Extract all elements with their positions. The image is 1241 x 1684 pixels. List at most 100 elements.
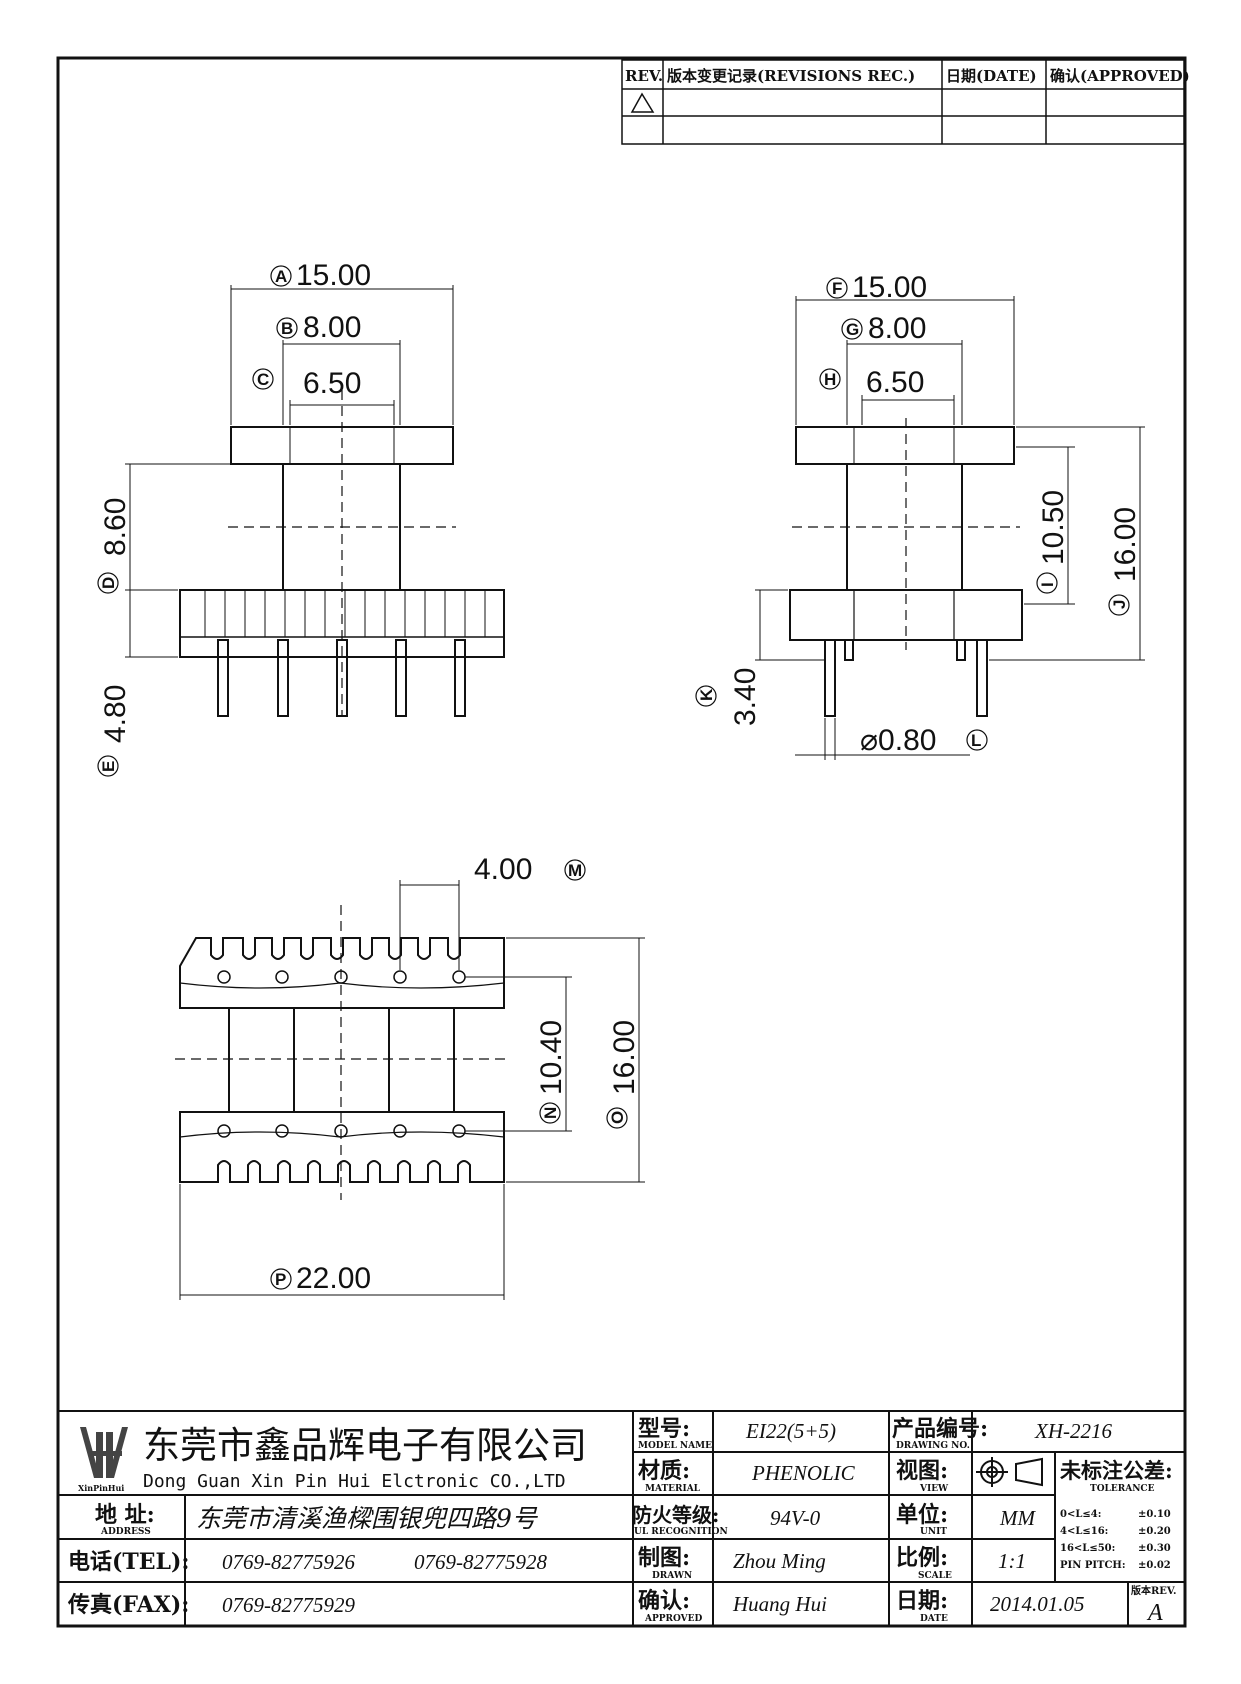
dim-k-value: 3.40 <box>729 668 762 726</box>
scale-value: 1:1 <box>998 1549 1026 1573</box>
tag-f-circle <box>826 277 848 299</box>
front-view <box>125 285 505 717</box>
tag-h: H <box>824 370 836 389</box>
revision-table <box>621 59 1185 145</box>
material-sub: MATERIAL <box>645 1484 701 1494</box>
tel-1: 0769-82775926 <box>222 1550 355 1574</box>
dim-b-value: 8.00 <box>303 311 361 344</box>
dim-l-value: ⌀0.80 <box>860 724 936 757</box>
revisions-header: 版本变更记录(REVISIONS REC.) <box>667 67 915 85</box>
side-view <box>755 296 1145 760</box>
rev-value: A <box>1146 1600 1163 1626</box>
view-sub: VIEW <box>919 1484 949 1494</box>
tag-g-circle <box>841 318 863 340</box>
tag-l-circle <box>966 729 988 751</box>
title-block <box>57 1410 1186 1627</box>
tolerance-range-3: 16<L≤50: <box>1060 1543 1115 1554</box>
tag-a: A <box>275 267 287 286</box>
drawing-no-label: 产品编号: <box>892 1416 988 1442</box>
approved-value: Huang Hui <box>732 1592 827 1616</box>
tag-k-circle <box>695 685 717 707</box>
tag-n: N <box>541 1107 560 1119</box>
date-sub: DATE <box>920 1614 948 1624</box>
material-label: 材质: <box>638 1458 690 1484</box>
tag-e: E <box>99 761 118 772</box>
address-value: 东莞市清溪渔樑围银兜四路9号 <box>196 1504 539 1533</box>
approved-label: 确认: <box>638 1588 690 1614</box>
fire-value: 94V-0 <box>770 1506 821 1530</box>
tag-m-circle <box>564 859 586 881</box>
tag-p-circle <box>270 1268 292 1290</box>
tolerance-range-4: PIN PITCH: <box>1060 1560 1126 1571</box>
dim-j-value: 16.00 <box>1109 507 1142 582</box>
tag-c: C <box>257 370 269 389</box>
model-value: EI22(5+5) <box>745 1419 836 1443</box>
tel-2: 0769-82775928 <box>414 1550 547 1574</box>
revision-triangle-icon <box>630 92 655 113</box>
rev-header: REV. <box>625 67 663 85</box>
dim-n-value: 10.40 <box>535 1020 568 1095</box>
model-sub: MODEL NAME <box>638 1441 712 1451</box>
unit-label: 单位: <box>896 1502 948 1528</box>
approved-header: 确认(APPROVED) <box>1050 67 1190 85</box>
address-sub: ADDRESS <box>100 1527 151 1537</box>
dim-p-value: 22.00 <box>296 1262 371 1295</box>
tag-f: F <box>832 279 842 298</box>
tel-label: 电话(TEL): <box>68 1549 190 1575</box>
dim-c-value: 6.50 <box>303 367 361 400</box>
fire-label: 防火等级: <box>632 1503 719 1527</box>
dim-f-value: 15.00 <box>852 271 927 304</box>
sheet-border <box>56 56 1187 1628</box>
tag-g: G <box>846 320 859 339</box>
tolerance-value-4: ±0.02 <box>1138 1560 1171 1571</box>
date-header: 日期(DATE) <box>946 67 1037 85</box>
dim-g-value: 8.00 <box>868 312 926 345</box>
tag-p: P <box>275 1270 286 1289</box>
tag-i-circle <box>1036 572 1058 594</box>
tag-k: K <box>697 688 716 701</box>
drawn-value: Zhou Ming <box>733 1549 826 1573</box>
drawn-sub: DRAWN <box>652 1571 692 1581</box>
drawing-no-value: XH-2216 <box>1034 1419 1112 1443</box>
drawing-no-sub: DRAWING NO. <box>896 1441 970 1451</box>
date-label: 日期: <box>896 1588 948 1614</box>
tolerance-label: 未标注公差: <box>1060 1458 1173 1483</box>
dim-o-value: 16.00 <box>608 1020 641 1095</box>
tag-d: D <box>99 577 118 589</box>
date-value: 2014.01.05 <box>990 1592 1085 1616</box>
view-label: 视图: <box>896 1458 948 1484</box>
bottom-view <box>175 880 645 1300</box>
company-name-en: Dong Guan Xin Pin Hui Elctronic CO.,LTD <box>143 1471 566 1492</box>
model-label: 型号: <box>638 1416 690 1442</box>
tolerance-value-2: ±0.20 <box>1138 1526 1171 1537</box>
tag-l: L <box>971 731 981 750</box>
tag-i: I <box>1038 582 1057 587</box>
tag-n-circle <box>539 1102 561 1124</box>
tolerance-range-1: 0<L≤4: <box>1060 1509 1101 1520</box>
tag-c-circle <box>252 368 274 390</box>
fax-label: 传真(FAX): <box>67 1592 189 1618</box>
drawn-label: 制图: <box>638 1545 690 1571</box>
tolerance-value-1: ±0.10 <box>1138 1509 1171 1520</box>
tolerance-sub: TOLERANCE <box>1090 1484 1155 1494</box>
tag-a-circle <box>270 265 292 287</box>
rev-label: 版本REV. <box>1131 1584 1176 1597</box>
fire-sub: UL RECOGNITION <box>634 1527 728 1537</box>
tag-m: M <box>568 861 582 880</box>
projection-symbol-icon <box>976 1457 1043 1487</box>
tag-j: J <box>1110 600 1129 609</box>
tag-o-circle <box>606 1107 628 1129</box>
logo-text: XinPinHui <box>78 1483 124 1493</box>
dim-m-value: 4.00 <box>474 853 532 886</box>
fax-value: 0769-82775929 <box>222 1593 355 1617</box>
tag-b-circle <box>276 317 298 339</box>
tag-b: B <box>281 319 293 338</box>
company-name-cn: 东莞市鑫品辉电子有限公司 <box>143 1424 587 1467</box>
unit-value: MM <box>999 1506 1036 1530</box>
dim-a-value: 15.00 <box>296 259 371 292</box>
material-value: PHENOLIC <box>751 1461 856 1485</box>
address-label: 地 址: <box>95 1502 155 1528</box>
tag-e-circle <box>97 755 119 777</box>
dim-d-value: 8.60 <box>99 498 132 556</box>
